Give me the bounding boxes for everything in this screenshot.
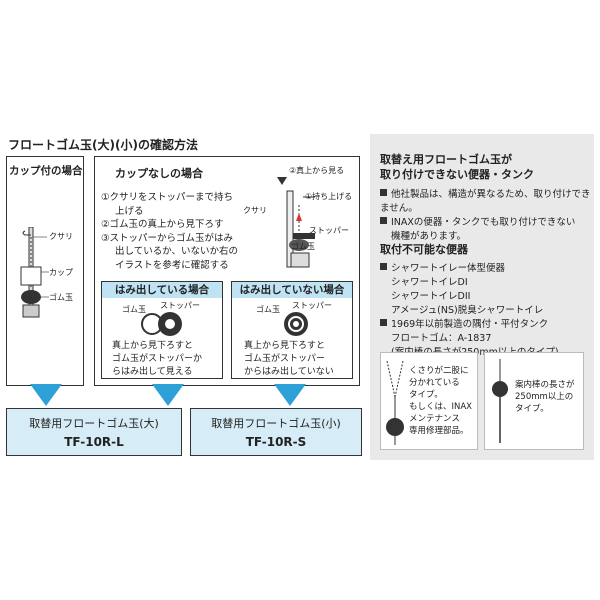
not-protrude-stopper-label: ストッパー	[292, 301, 332, 310]
chain-text-3: タイプ。	[409, 390, 443, 400]
cup-box-heading: カップ付の場合	[9, 165, 83, 177]
right-items: シャワートイレー体型便器 シャワートイレDI シャワートイレDII アメージュ(…	[380, 262, 592, 360]
step-3b: 出しているか、いないか右の	[115, 246, 239, 257]
note-1: 他社製品は、構造が異なるため、取り付けできません。	[380, 188, 592, 216]
item-2: シャワートイレDI	[391, 277, 468, 288]
rod-text-1: 案内棒の長さが	[515, 380, 575, 390]
not-protrude-ball-label: ゴム玉	[256, 305, 280, 314]
bullet-icon	[380, 217, 387, 224]
protrude-ball-label: ゴム玉	[122, 305, 146, 314]
result-large-label: 取替用フロートゴム玉(大)	[29, 417, 159, 430]
item-3: シャワートイレDII	[391, 291, 471, 302]
right-heading-2: 取り付けできない便器・タンク	[380, 168, 534, 181]
step-2: ②ゴム玉の真上から見下ろす	[101, 219, 224, 230]
type-rod-text: 案内棒の長さが 250mm以上の タイプ。	[515, 379, 575, 415]
chain-text-2: 分かれている	[409, 378, 460, 388]
chain-text-1: くさりが二股に	[409, 366, 469, 376]
result-large: 取替用フロートゴム玉(大) TF-10R-L	[6, 408, 182, 456]
not-protrude-illustration	[284, 312, 308, 336]
step-1: ①クサリをストッパーまで持ち	[101, 192, 234, 203]
bullet-icon	[380, 189, 387, 196]
right-heading-1: 取替え用フロートゴム玉が	[380, 153, 512, 166]
protrude-head: はみ出している場合	[102, 282, 222, 298]
type-chain-text: くさりが二股に 分かれている タイプ。 もしくは、INAX メンテナンス 専用修…	[409, 365, 472, 437]
arrow-down-icon	[30, 384, 62, 406]
not-protrude-text-1: 真上から見下ろすと	[244, 341, 326, 351]
page-title: フロートゴム玉(大)(小)の確認方法	[8, 138, 198, 152]
note-2: INAXの便器・タンクでも取り付けできない	[380, 216, 592, 230]
step-3: ③ストッパーからゴム玉がはみ	[101, 232, 234, 244]
label-cup: カップ	[49, 268, 73, 277]
protrude-box: はみ出している場合 ゴム玉 ストッパー 真上から見下ろすと ゴム玉がストッパーか…	[101, 281, 223, 379]
label-ball2: ゴム玉	[291, 242, 315, 251]
label-stopper2: ストッパー	[309, 226, 349, 235]
not-protrude-text: 真上から見下ろすと ゴム玉がストッパー からはみ出していない	[244, 340, 334, 379]
step-3c: イラストを参考に確認する	[115, 259, 229, 271]
right-subheading: 取付不可能な便器	[380, 243, 468, 256]
long-rod-illustration	[492, 359, 508, 443]
protrude-text-3: らはみ出して見える	[112, 367, 193, 377]
rod-text-3: タイプ。	[515, 404, 549, 414]
protrude-text-2: ゴム玉がストッパーか	[112, 354, 203, 364]
bullet-icon	[380, 263, 387, 270]
protrude-text: 真上から見下ろすと ゴム玉がストッパーか らはみ出して見える	[112, 340, 202, 379]
chain-text-5: メンテナンス	[409, 414, 460, 424]
result-small-label: 取替用フロートゴム玉(小)	[211, 417, 341, 430]
not-protrude-text-3: からはみ出していない	[244, 367, 334, 377]
result-small-model: TF-10R-S	[245, 435, 307, 449]
item-1: シャワートイレー体型便器	[380, 262, 592, 276]
not-protrude-head: はみ出していない場合	[232, 282, 352, 298]
item-6: フロートゴム：A-1837	[391, 333, 492, 344]
label-chain2: クサリ	[243, 206, 267, 215]
arrow-down-icon	[274, 384, 306, 406]
right-panel: 取替え用フロートゴム玉が 取り付けできない便器・タンク 他社製品は、構造が異なる…	[370, 134, 594, 460]
label-lift: ①持ち上げる	[305, 192, 353, 201]
arrows	[30, 384, 306, 406]
label-chain: クサリ	[49, 232, 73, 241]
note-1-text: 他社製品は、構造が異なるため、取り付けできません。	[380, 189, 591, 214]
step-1b: 上げる	[115, 205, 144, 217]
cup-box: カップ付の場合 クサリ カップ ゴム玉	[6, 156, 84, 386]
nocup-heading: カップなしの場合	[115, 167, 203, 180]
not-protrude-text-2: ゴム玉がストッパー	[244, 354, 326, 364]
chain-text-6: 専用修理部品。	[409, 426, 469, 436]
nocup-box: カップなしの場合 ①クサリをストッパーまで持ち 上げる ②ゴム玉の真上から見下ろ…	[94, 156, 360, 386]
note-2-text: INAXの便器・タンクでも取り付けできない	[391, 217, 576, 228]
result-small: 取替用フロートゴム玉(小) TF-10R-S	[190, 408, 362, 456]
arrow-down-icon	[152, 384, 184, 406]
protrude-text-1: 真上から見下ろすと	[112, 341, 194, 351]
item-1-text: シャワートイレー体型便器	[391, 263, 506, 274]
protrude-stopper-label: ストッパー	[160, 301, 200, 310]
split-chain-illustration	[386, 360, 404, 445]
item-5-text: 1969年以前製造の隅付・平付タンク	[391, 319, 549, 330]
label-view-top: ②真上から見る	[289, 166, 345, 175]
chain-text-4: もしくは、INAX	[409, 402, 473, 412]
right-notes: 他社製品は、構造が異なるため、取り付けできません。 INAXの便器・タンクでも取…	[380, 188, 592, 244]
nocup-illustration	[277, 177, 315, 268]
result-large-model: TF-10R-L	[64, 435, 124, 449]
right-heading: 取替え用フロートゴム玉が 取り付けできない便器・タンク	[380, 152, 534, 182]
cup-tank-illustration	[20, 227, 49, 318]
item-4: アメージュ(NS)脱臭シャワートイレ	[391, 305, 544, 316]
bullet-icon	[380, 319, 387, 326]
type-box-rod: 案内棒の長さが 250mm以上の タイプ。	[484, 352, 584, 450]
not-protrude-box: はみ出していない場合 ゴム玉 ストッパー 真上から見下ろすと ゴム玉がストッパー…	[231, 281, 353, 379]
note-2b: 機種があります。	[391, 231, 467, 242]
label-ball: ゴム玉	[49, 293, 73, 302]
rod-text-2: 250mm以上の	[515, 392, 574, 402]
nocup-steps: ①クサリをストッパーまで持ち 上げる ②ゴム玉の真上から見下ろす ③ストッパーか…	[101, 191, 238, 272]
type-box-chain: くさりが二股に 分かれている タイプ。 もしくは、INAX メンテナンス 専用修…	[380, 352, 478, 450]
item-5: 1969年以前製造の隅付・平付タンク	[380, 318, 592, 332]
protrude-illustration	[141, 312, 182, 336]
